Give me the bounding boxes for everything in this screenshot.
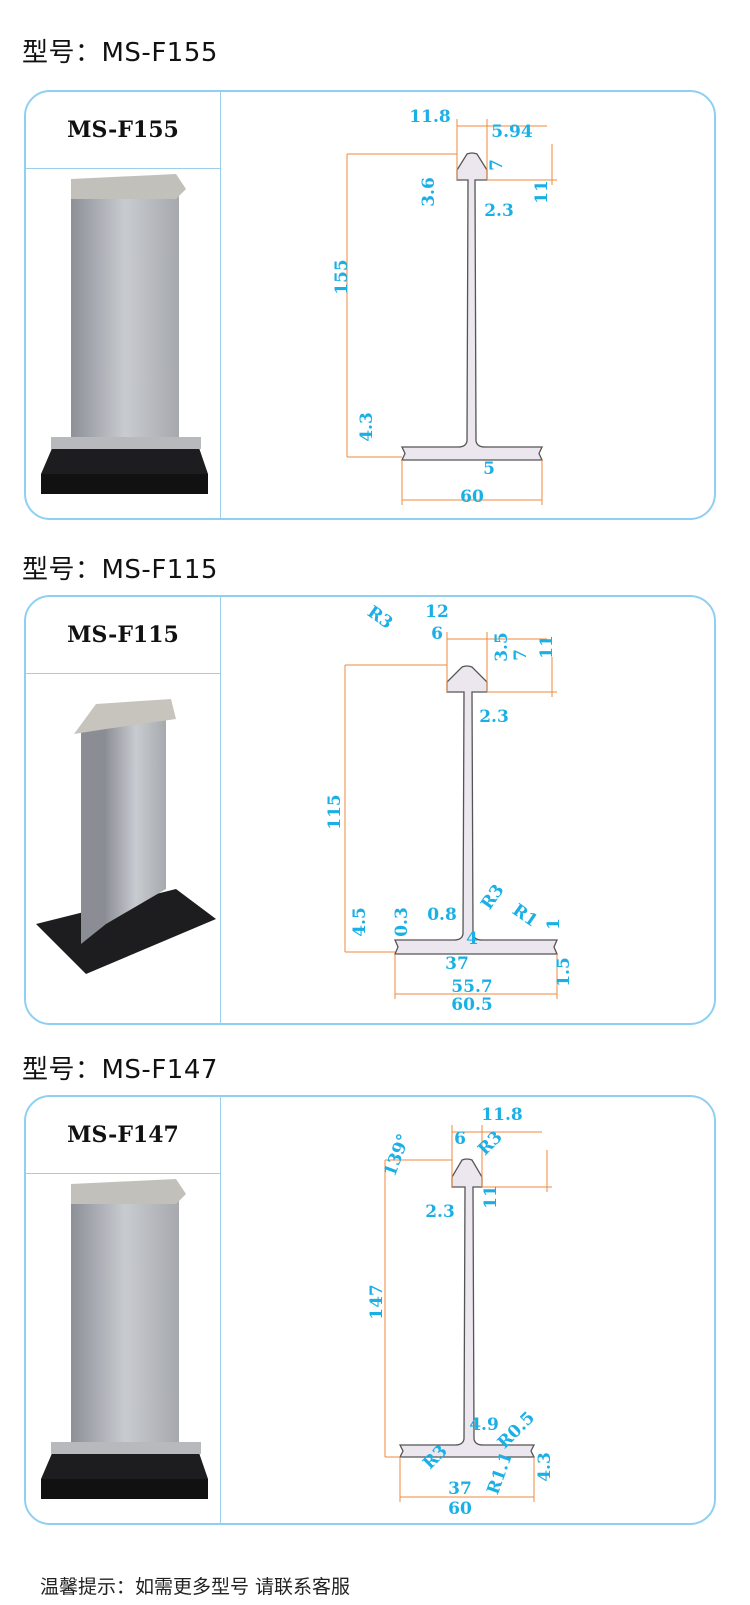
base-pad-edge (41, 1479, 208, 1499)
dimension-label: 60 (448, 1499, 472, 1519)
bracket-illustration (41, 174, 208, 494)
bracket-web (71, 189, 179, 447)
dimension-label: 7 (511, 649, 531, 661)
bracket-flange (51, 437, 201, 449)
dimension-label: 5 (483, 459, 495, 479)
dimension-label: 37 (445, 954, 469, 974)
base-pad-edge (41, 474, 208, 494)
dimension-label: 1 (544, 918, 564, 930)
dimension-label: 4.9 (469, 1415, 499, 1435)
model-label: MS-F147 (26, 1097, 220, 1174)
dimension-label: 115 (325, 794, 345, 830)
footer-note: 温馨提示：如需更多型号 请联系客服 (40, 1576, 351, 1598)
dimension-label: 4.3 (535, 1452, 555, 1482)
section-title: 型号：MS-F155 (22, 38, 218, 68)
dimension-label: 11 (532, 180, 552, 204)
dimension-label: 7 (487, 159, 507, 171)
section-title: 型号：MS-F115 (22, 555, 218, 585)
dimension-label: 4 (466, 929, 478, 949)
dimension-label: R3 (363, 602, 396, 633)
dimension-label: 6 (454, 1129, 466, 1149)
product-photo (26, 1174, 220, 1523)
dimension-label: 6 (431, 624, 443, 644)
product-image-column: MS-F155 (26, 92, 221, 518)
bracket-head (71, 174, 186, 199)
dimension-label: R1 (508, 900, 541, 931)
bracket-web (71, 1194, 179, 1452)
dimension-label: R3 (477, 881, 508, 914)
dimension-label: 2.3 (484, 201, 514, 221)
product-photo (26, 674, 220, 1023)
dimension-label: 139° (380, 1131, 414, 1179)
dimension-label: 3.5 (492, 632, 512, 662)
bracket-web (106, 709, 166, 924)
dimension-label: 0.3 (392, 907, 412, 937)
dimension-label: 55.7 (451, 977, 492, 997)
base-pad (36, 889, 216, 974)
product-image-column: MS-F115 (26, 597, 221, 1023)
dimension-label: 11 (537, 635, 557, 659)
product-image-column: MS-F147 (26, 1097, 221, 1523)
dimension-label: 0.8 (427, 905, 457, 925)
dimension-label: 11 (481, 1185, 501, 1209)
dimension-label: 11.8 (481, 1105, 522, 1125)
dimension-label: 4.3 (357, 412, 377, 442)
dimension-label: 37 (448, 1479, 472, 1499)
dimension-label: 155 (332, 259, 352, 295)
dimension-label: 11.8 (409, 107, 450, 127)
bracket-illustration (41, 1179, 208, 1499)
dimension-label: 1.5 (554, 957, 574, 987)
model-label: MS-F115 (26, 597, 220, 674)
dimension-label: 60 (460, 487, 484, 507)
bracket-web-side (81, 714, 106, 944)
product-card-ms-f155: MS-F155 11.8 5.94 7 3.6 11 2.3 155 4.3 5 60 (24, 90, 716, 520)
bracket-illustration (36, 699, 216, 974)
profile-drawing: 11.8 5.94 7 3.6 11 2.3 155 4.3 5 60 (332, 107, 557, 507)
dimension-label: 4.5 (350, 907, 370, 937)
product-photo (26, 169, 220, 518)
profile-shape (400, 152, 544, 461)
model-label: MS-F155 (26, 92, 220, 169)
profile-shape (398, 1158, 536, 1458)
dimension-label: 2.3 (425, 1202, 455, 1222)
profile-shape (394, 665, 558, 955)
dimension-label: 60.5 (451, 995, 492, 1015)
dimension-label: 5.94 (491, 122, 533, 142)
dimension-label: 147 (367, 1284, 387, 1320)
dimension-label: 12 (425, 602, 449, 622)
section-title: 型号：MS-F147 (22, 1055, 218, 1085)
bracket-head (71, 1179, 186, 1204)
bracket-flange (51, 1442, 201, 1454)
dimension-label: 3.6 (419, 177, 439, 207)
dimension-label: 2.3 (479, 707, 509, 727)
bracket-head (74, 699, 176, 734)
